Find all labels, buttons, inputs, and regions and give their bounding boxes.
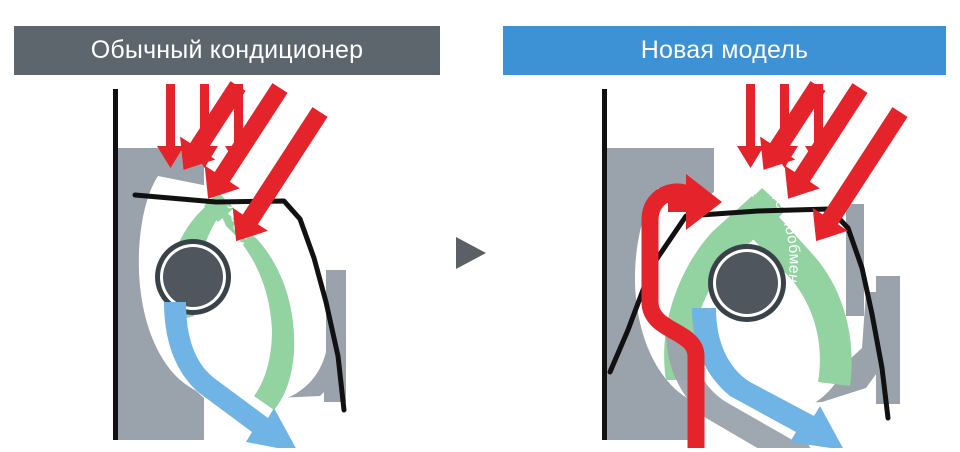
panel-header-conventional: Обычный кондиционер (14, 26, 440, 75)
recirculation-tube (641, 174, 722, 448)
hot-air-diagonal-arrows (760, 81, 908, 242)
play-triangle-icon (456, 237, 486, 269)
wall-line (113, 89, 118, 440)
panel-header-new-model: Новая модель (503, 26, 946, 75)
blower (155, 239, 231, 315)
hot-air-diagonal-arrows (180, 81, 328, 242)
separator (452, 228, 496, 278)
panel-header-conventional-label: Обычный кондиционер (90, 36, 364, 64)
diagram-conventional: Теплообменник (8, 80, 448, 448)
wall-line (602, 89, 607, 440)
cool-air-arrow (692, 308, 843, 448)
diagram-new-model: Теплообменник (500, 80, 952, 448)
panel-header-new-model-label: Новая модель (640, 36, 809, 64)
blower (708, 244, 786, 322)
duct-outline (132, 192, 347, 413)
cool-air-arrow (164, 302, 296, 448)
